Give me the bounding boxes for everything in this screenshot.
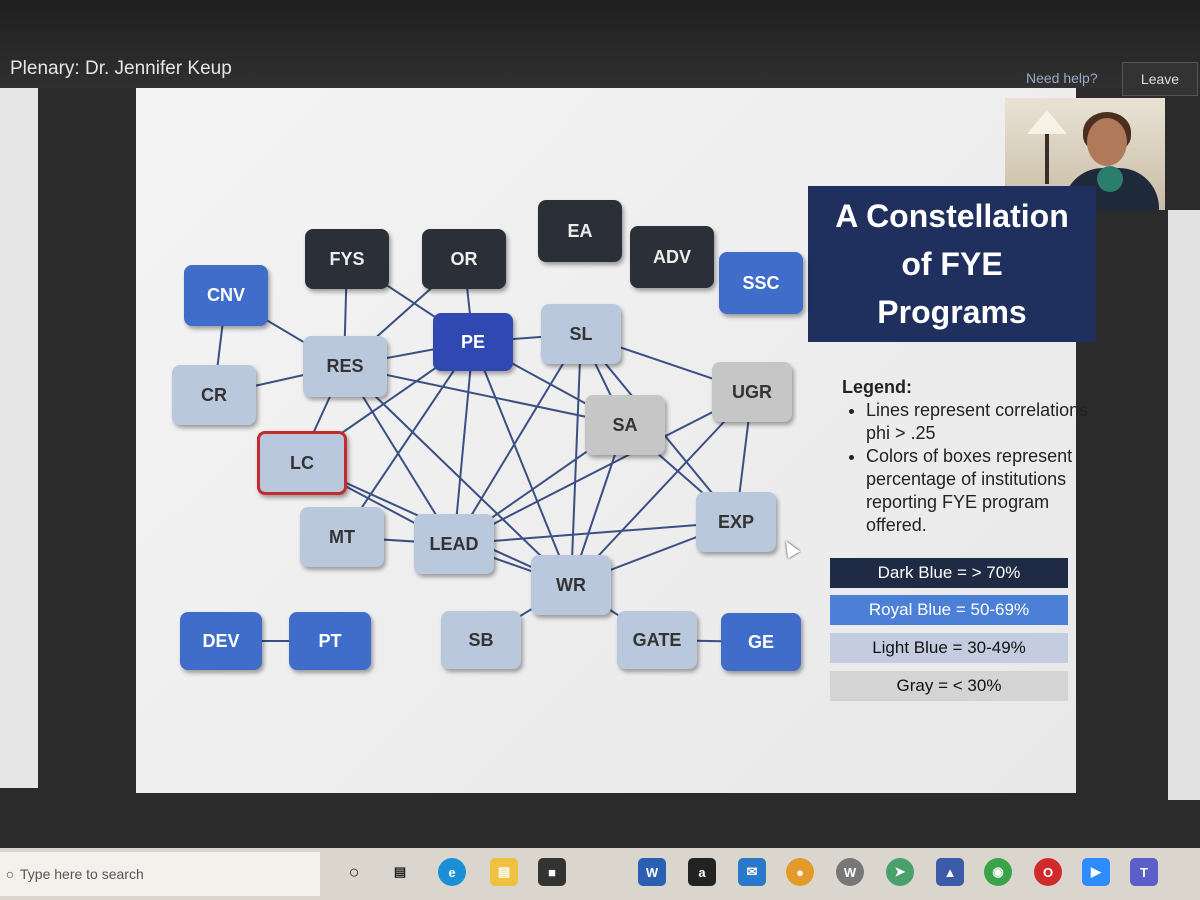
- lamp-pole: [1045, 134, 1049, 184]
- need-help-link[interactable]: Need help?: [1026, 70, 1098, 86]
- leave-button[interactable]: Leave: [1122, 62, 1198, 96]
- node-ea: EA: [538, 200, 622, 262]
- window-title: Plenary: Dr. Jennifer Keup: [10, 58, 232, 79]
- mail-icon[interactable]: ✉: [738, 858, 766, 886]
- teams-icon[interactable]: T: [1130, 858, 1158, 886]
- word-icon[interactable]: W: [638, 858, 666, 886]
- wordpress-icon[interactable]: W: [836, 858, 864, 886]
- search-icon: ○: [5, 866, 15, 882]
- node-ugr: UGR: [712, 362, 792, 422]
- node-ge: GE: [721, 613, 801, 671]
- legend-list: Lines represent correlations phi > .25 C…: [842, 399, 1092, 537]
- taskbar-search-box[interactable]: ○ Type here to search: [0, 852, 320, 896]
- node-lead: LEAD: [414, 514, 494, 574]
- title-line-1: A Constellation: [835, 198, 1069, 234]
- node-sa: SA: [585, 395, 665, 455]
- speaker-scarf: [1097, 166, 1123, 192]
- node-mt: MT: [300, 507, 384, 567]
- legend-bullet-lines: Lines represent correlations phi > .25: [866, 399, 1092, 445]
- search-placeholder: Type here to search: [20, 866, 144, 882]
- node-pt: PT: [289, 612, 371, 670]
- chrome-icon[interactable]: ◉: [984, 858, 1012, 886]
- speaker-video[interactable]: [1005, 98, 1165, 210]
- key-royal-blue: Royal Blue = 50-69%: [830, 595, 1068, 625]
- node-sb: SB: [441, 611, 521, 669]
- zoom-icon[interactable]: ▶: [1082, 858, 1110, 886]
- key-dark-blue: Dark Blue = > 70%: [830, 558, 1068, 588]
- opera-icon[interactable]: O: [1034, 858, 1062, 886]
- node-ssc: SSC: [719, 252, 803, 314]
- amazon-icon[interactable]: a: [688, 858, 716, 886]
- key-light-blue: Light Blue = 30-49%: [830, 633, 1068, 663]
- node-dev: DEV: [180, 612, 262, 670]
- node-gate: GATE: [617, 611, 697, 669]
- slide-title: A Constellation of FYE Programs: [808, 186, 1096, 342]
- node-exp: EXP: [696, 492, 776, 552]
- left-side-panel: [0, 88, 38, 788]
- node-wr: WR: [531, 555, 611, 615]
- node-or: OR: [422, 229, 506, 289]
- node-lc: LC: [257, 431, 347, 495]
- task-view-icon[interactable]: ▤: [393, 864, 407, 879]
- node-fys: FYS: [305, 229, 389, 289]
- app-icon[interactable]: ▲: [936, 858, 964, 886]
- lamp-shade: [1027, 110, 1067, 134]
- legend-bullet-colors: Colors of boxes represent percentage of …: [866, 445, 1092, 537]
- file-explorer-icon[interactable]: ▤: [490, 858, 518, 886]
- cortana-icon[interactable]: ○: [348, 861, 360, 882]
- speaker-head: [1087, 118, 1127, 166]
- legend: Legend: Lines represent correlations phi…: [842, 376, 1092, 537]
- edge-icon[interactable]: e: [438, 858, 466, 886]
- node-pe: PE: [433, 313, 513, 371]
- store-icon[interactable]: ■: [538, 858, 566, 886]
- right-side-panel: [1168, 210, 1200, 800]
- title-line-2: of FYE: [901, 246, 1003, 282]
- node-adv: ADV: [630, 226, 714, 288]
- legend-heading: Legend:: [842, 377, 912, 397]
- title-line-3: Programs: [877, 294, 1027, 330]
- node-cr: CR: [172, 365, 256, 425]
- node-sl: SL: [541, 304, 621, 364]
- app-icon[interactable]: ●: [786, 858, 814, 886]
- app-icon[interactable]: ➤: [886, 858, 914, 886]
- key-gray: Gray = < 30%: [830, 671, 1068, 701]
- window-title-bar: [0, 0, 1200, 88]
- node-res: RES: [303, 336, 387, 397]
- node-cnv: CNV: [184, 265, 268, 326]
